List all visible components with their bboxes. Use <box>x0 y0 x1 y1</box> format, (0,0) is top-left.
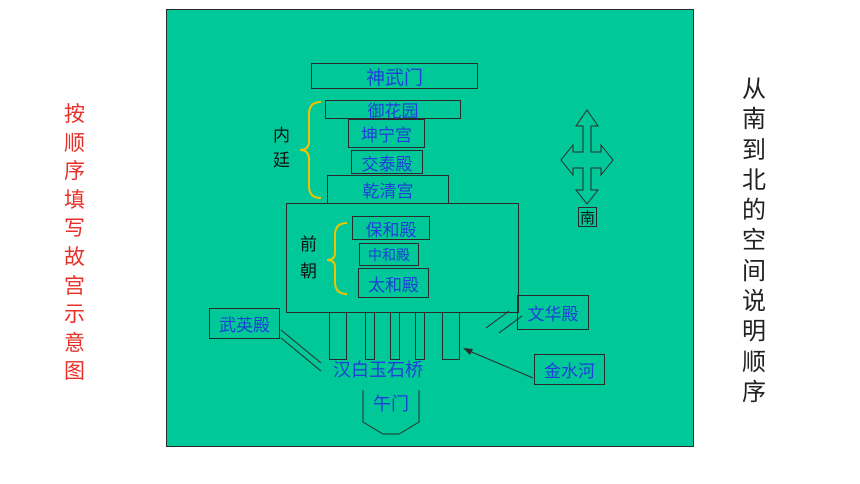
bridge-column <box>442 312 460 360</box>
hanbaiyushiqiao-label: 汉白玉石桥 <box>333 360 423 381</box>
right-caption-char: 说 <box>742 287 766 316</box>
qianchao-bracket <box>326 222 348 295</box>
left-caption-char: 图 <box>64 359 85 384</box>
taihedian-box: 太和殿 <box>358 268 429 298</box>
left-caption-char: 宫 <box>64 273 85 298</box>
neiting-char: 内 <box>273 126 290 146</box>
left-caption: 按 顺 序 填 写 故 宫 示 意 图 <box>64 100 85 386</box>
kunninggong-box: 坤宁宫 <box>348 119 425 148</box>
baohedian-box: 保和殿 <box>352 216 430 241</box>
left-caption-char: 示 <box>64 302 85 327</box>
qianchao-char: 前 <box>300 235 317 255</box>
qianchao-label: 前 朝 <box>300 232 317 286</box>
qianqinggong-box: 乾清宫 <box>327 175 449 204</box>
left-caption-char: 顺 <box>64 130 85 155</box>
jinshuihe-arrow-line <box>466 349 534 379</box>
zhonghedian-box: 中和殿 <box>359 243 419 266</box>
wenhuadian-box: 文华殿 <box>517 295 589 330</box>
right-caption-char: 从 <box>742 75 766 103</box>
compass-south-label: 南 <box>578 207 597 227</box>
neiting-char: 廷 <box>273 151 290 171</box>
bridge-column <box>415 312 425 360</box>
qianchao-area-box <box>286 203 519 313</box>
right-caption: 从 南 到 北 的 空 间 说 明 顺 序 <box>742 74 766 407</box>
jiaotaidian-box: 交泰殿 <box>351 150 423 175</box>
jinshuihe-arrowhead <box>463 348 473 355</box>
bridge-column <box>390 312 400 360</box>
wuying-line-1 <box>280 329 322 364</box>
diagram-lines <box>280 101 614 435</box>
left-caption-char: 序 <box>64 159 85 184</box>
right-caption-char: 顺 <box>742 347 766 376</box>
left-caption-char: 写 <box>64 216 85 241</box>
wuying-line-2 <box>280 337 322 372</box>
neiting-bracket <box>299 101 322 199</box>
left-caption-char: 填 <box>64 187 85 212</box>
shenwumen-box: 神武门 <box>311 63 478 89</box>
left-caption-char: 意 <box>64 330 85 355</box>
right-caption-char: 空 <box>742 226 766 255</box>
right-caption-char: 北 <box>742 165 766 194</box>
yuhuayuan-box: 御花园 <box>325 100 461 122</box>
right-caption-char: 序 <box>742 377 766 406</box>
right-caption-char: 到 <box>742 135 766 164</box>
qianchao-char: 朝 <box>300 262 317 282</box>
right-caption-char: 南 <box>742 105 766 134</box>
wuyingdian-box: 武英殿 <box>209 308 280 339</box>
wumen-label: 午门 <box>373 394 409 415</box>
compass-arrow-icon <box>560 109 614 205</box>
wenhua-line-2 <box>485 310 510 329</box>
wenhua-line-1 <box>498 315 523 334</box>
bridge-column <box>329 312 347 360</box>
neiting-label: 内 廷 <box>273 124 290 174</box>
forbidden-city-diagram: 神武门 御花园 坤宁宫 交泰殿 乾清宫 内 廷 前 朝 保和殿 中和殿 太和殿 … <box>166 9 694 447</box>
left-caption-char: 故 <box>64 244 85 269</box>
bridge-column <box>365 312 375 360</box>
right-caption-char: 的 <box>742 196 766 225</box>
wumen-outline <box>362 390 420 435</box>
jinshuihe-box: 金水河 <box>534 354 605 385</box>
right-caption-char: 间 <box>742 256 766 285</box>
left-caption-char: 按 <box>64 102 85 126</box>
right-caption-char: 明 <box>742 317 766 346</box>
